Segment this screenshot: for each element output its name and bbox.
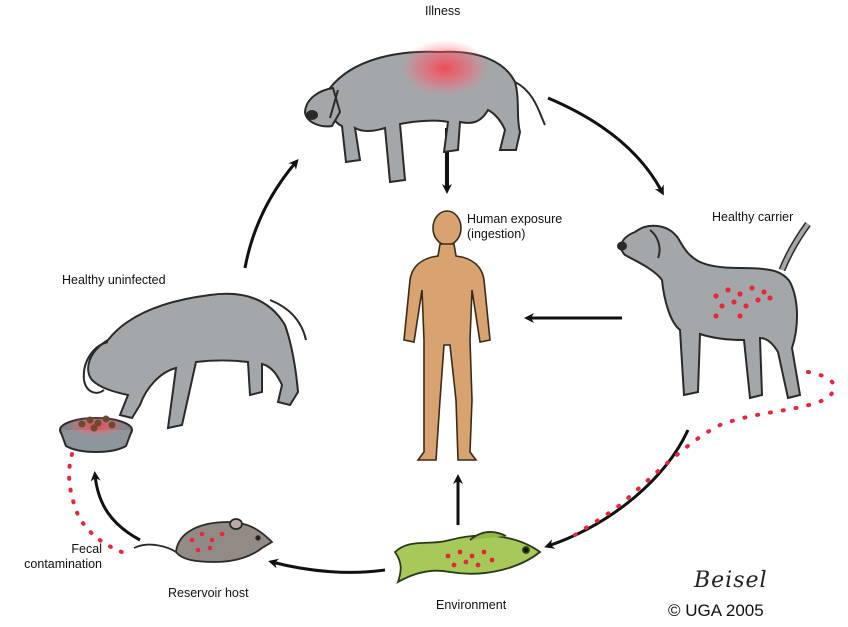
artist-signature: Beisel [694,568,768,593]
fecal-contamination-trail [69,454,130,555]
label-reservoir-host: Reservoir host [168,586,249,601]
rat [134,519,272,562]
label-human-exposure-line1: Human exposure [467,212,562,227]
label-healthy-uninfected: Healthy uninfected [62,273,166,288]
arrow-carrier-to-environment [548,430,688,546]
label-healthy-carrier: Healthy carrier [712,210,793,225]
label-environment: Environment [436,598,506,613]
arrow-environment-to-reservoir [272,562,385,572]
carrier-dog [618,224,808,398]
food-bowl [60,416,132,453]
label-fecal-contamination: Fecal contamination [14,542,102,572]
label-fecal-line2: contamination [14,557,102,572]
label-illness: Illness [425,4,460,19]
fish [395,532,540,582]
illness-inflammation-glow [400,40,490,96]
human-figure [404,211,490,460]
arrow-reservoir-to-food [95,475,140,540]
label-fecal-line1: Fecal [14,542,102,557]
label-human-exposure-line2: (ingestion) [467,227,562,242]
arrow-uninfected-to-illness [245,162,296,268]
label-human-exposure: Human exposure (ingestion) [467,212,562,242]
copyright-notice: © UGA 2005 [668,601,764,621]
uninfected-dog [84,294,306,428]
arrow-illness-to-carrier [548,98,662,192]
